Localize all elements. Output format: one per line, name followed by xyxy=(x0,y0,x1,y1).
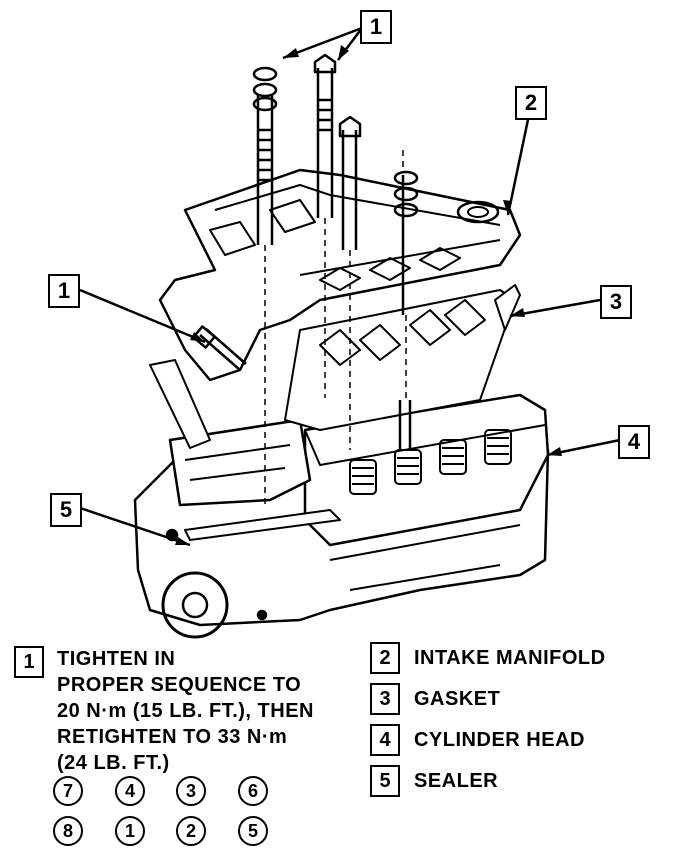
legend-1-line-5: (24 LB. FT.) xyxy=(57,752,170,774)
gasket xyxy=(284,289,516,431)
leader-3 xyxy=(509,298,601,318)
callout-5: 5 xyxy=(50,493,82,527)
legend-2-number: 2 xyxy=(370,642,400,674)
sequence-circle: 4 xyxy=(115,776,145,806)
legend-4-label: CYLINDER HEAD xyxy=(414,729,585,751)
leader-5 xyxy=(79,506,191,547)
legend-2-label: INTAKE MANIFOLD xyxy=(414,647,606,669)
legend-1-line-2: PROPER SEQUENCE TO xyxy=(57,674,302,696)
callout-4: 4 xyxy=(618,425,650,459)
callout-1-top: 1 xyxy=(360,10,392,44)
legend-1-text: TIGHTEN IN PROPER SEQUENCE TO 20 N·m (15… xyxy=(57,646,314,776)
sequence-circle: 3 xyxy=(176,776,206,806)
legend-1-line-3: 20 N·m (15 LB. FT.), THEN xyxy=(57,700,314,722)
callout-2: 2 xyxy=(515,86,547,120)
leader-2 xyxy=(506,109,532,216)
sequence-circle: 5 xyxy=(238,816,268,846)
sequence-circle: 2 xyxy=(176,816,206,846)
intake-manifold xyxy=(158,168,522,382)
legend-1-number: 1 xyxy=(14,646,44,678)
sequence-circle: 6 xyxy=(238,776,268,806)
callout-1-left: 1 xyxy=(48,274,80,308)
flywheel xyxy=(161,571,229,639)
legend-1-line-4: RETIGHTEN TO 33 N·m xyxy=(57,726,288,748)
legend-5-number: 5 xyxy=(370,765,400,797)
bolts xyxy=(192,53,419,450)
legend-1-line-1: TIGHTEN IN xyxy=(57,648,176,670)
legend-5-label: SEALER xyxy=(414,770,499,792)
callout-3: 3 xyxy=(600,285,632,319)
legend-3-label: GASKET xyxy=(414,688,501,710)
leader-1-left xyxy=(79,288,206,344)
valve-springs xyxy=(349,429,512,495)
sequence-circle: 1 xyxy=(115,816,145,846)
engine-illustration xyxy=(79,26,621,639)
legend-4-number: 4 xyxy=(370,724,400,756)
sequence-circle: 7 xyxy=(53,776,83,806)
sealer xyxy=(184,509,341,541)
sequence-circle: 8 xyxy=(53,816,83,846)
legend-3-number: 3 xyxy=(370,683,400,715)
